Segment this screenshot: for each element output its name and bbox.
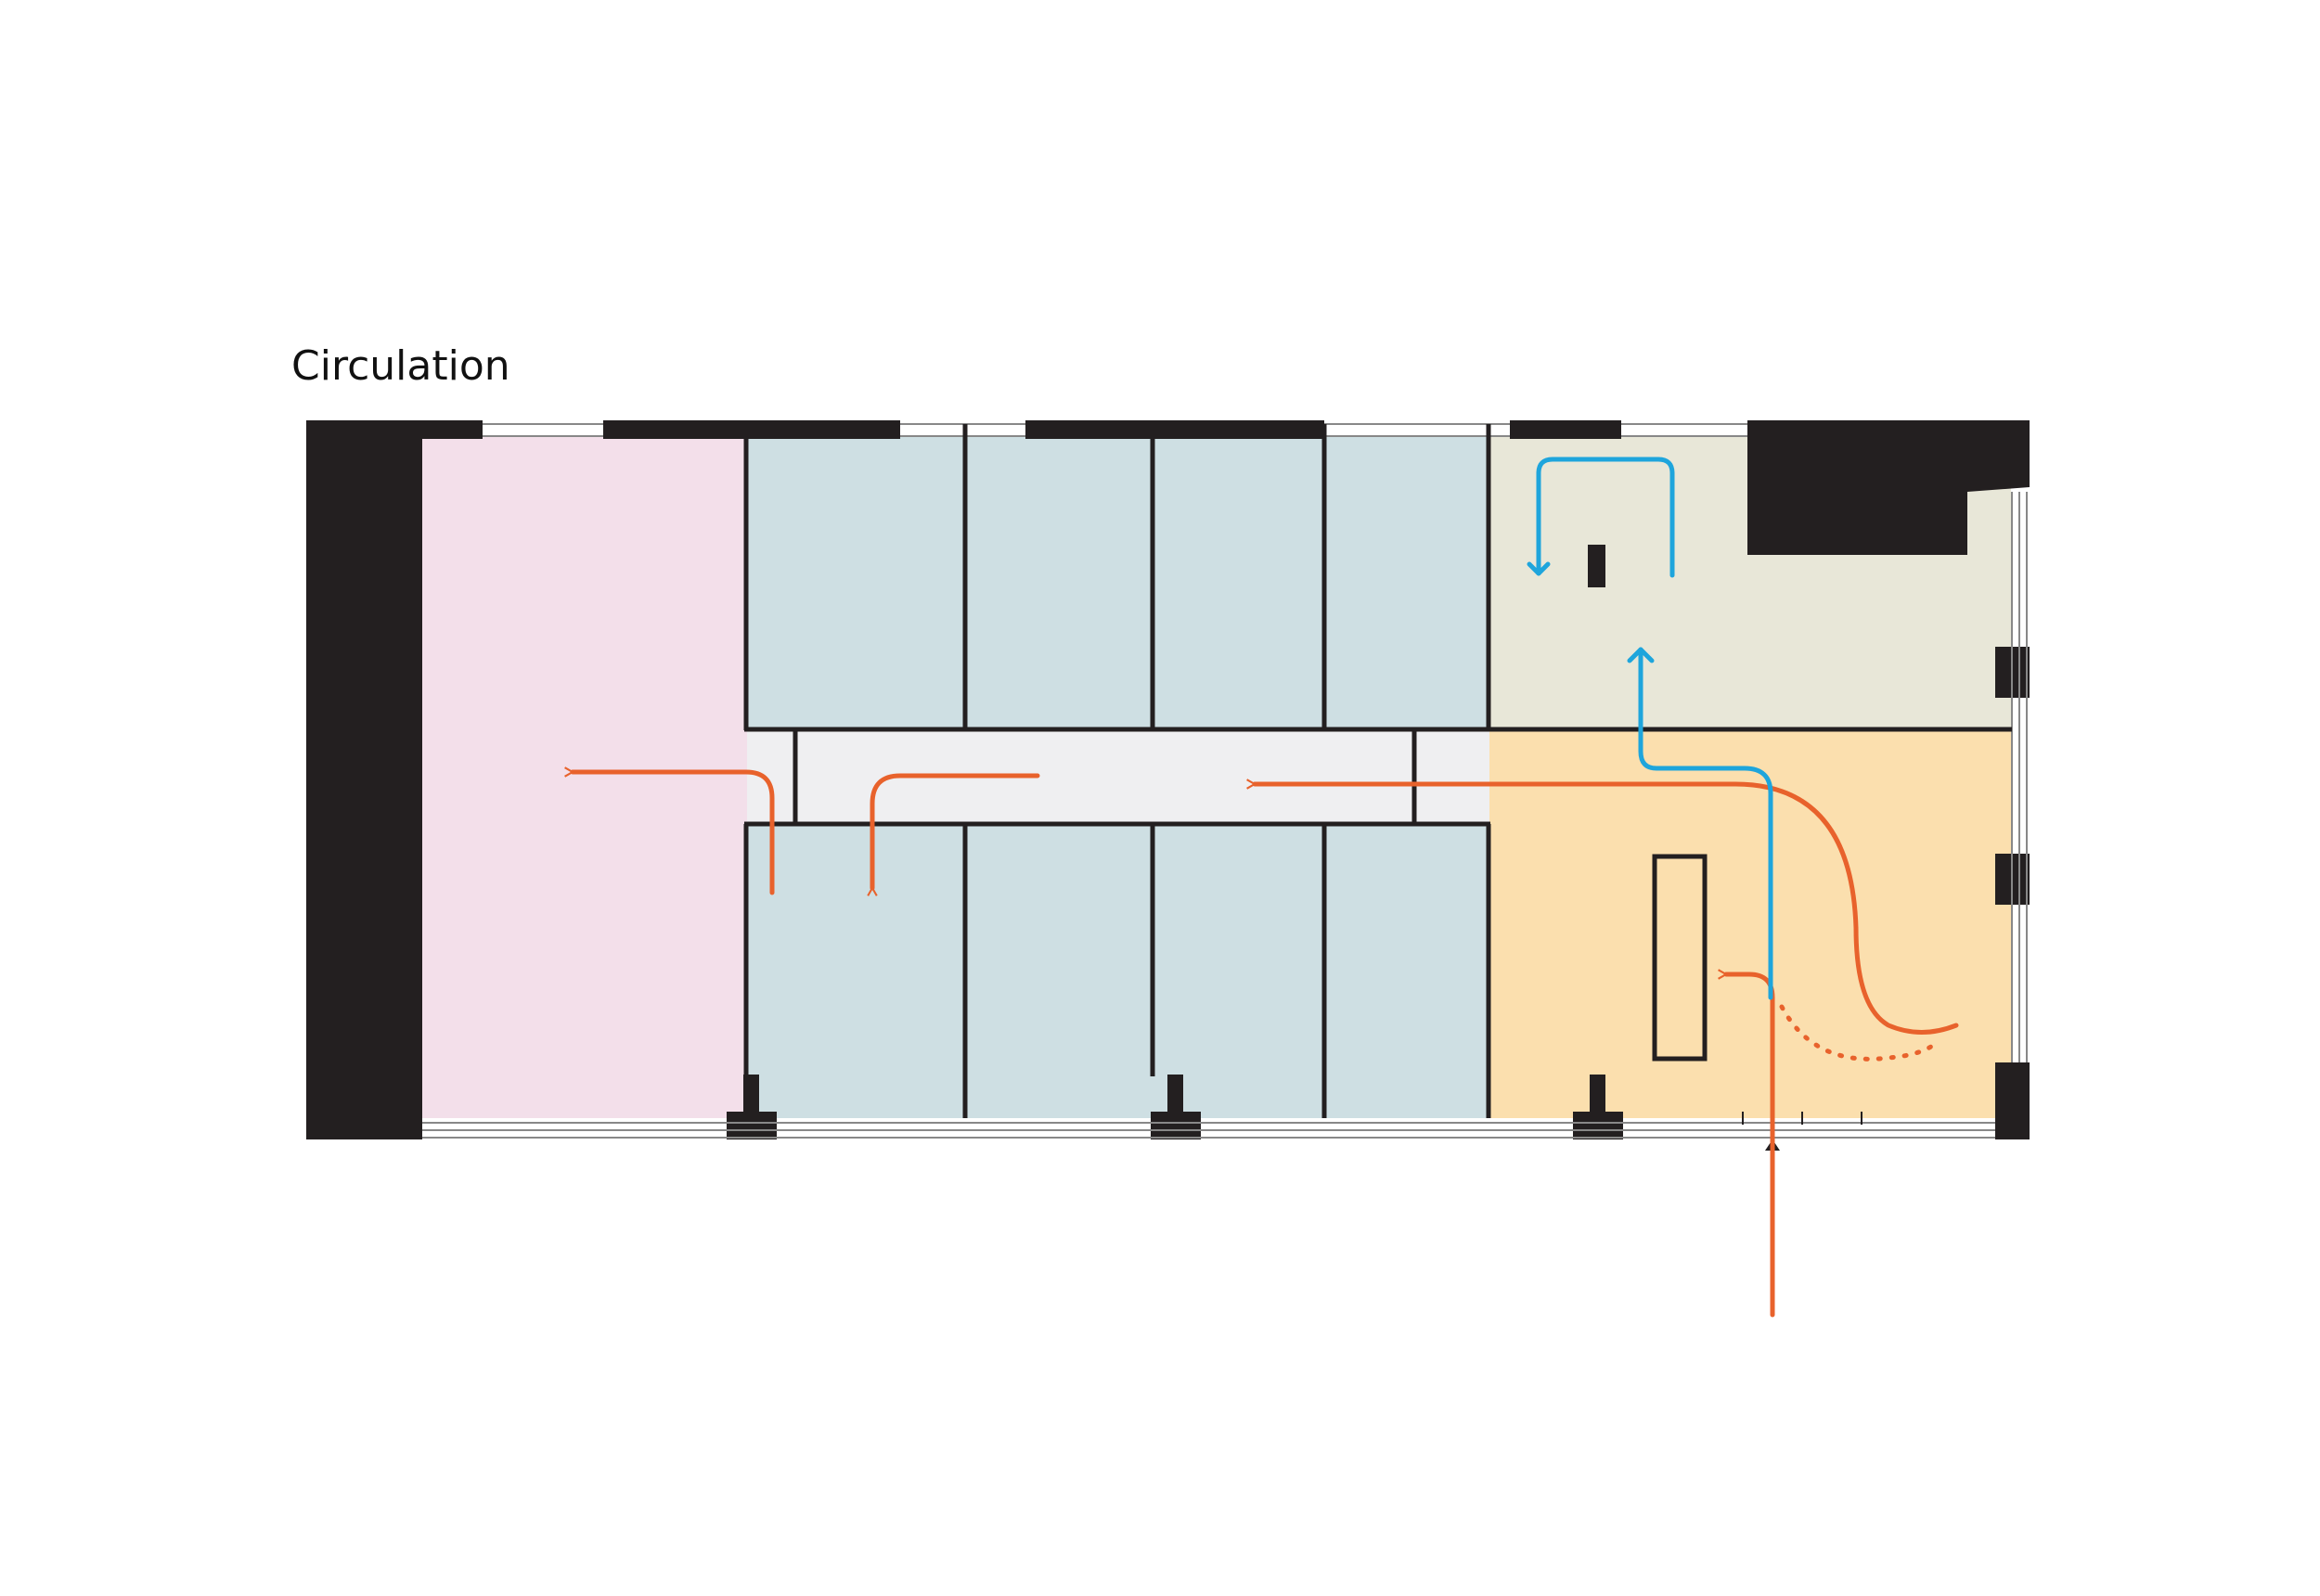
zone-blue-offices-bottom <box>747 824 1489 1118</box>
blue-main-path <box>1638 647 1773 1000</box>
orange-corridor-path <box>1246 779 1959 1035</box>
exterior-walls <box>306 420 2030 1139</box>
zone-corridor <box>747 728 1489 824</box>
arrow-icon <box>1527 561 1551 576</box>
diagram-title: Circulation <box>291 342 510 390</box>
table <box>1652 854 1708 1062</box>
blue-path <box>1527 457 1773 1000</box>
orange-pink-branch <box>564 766 775 895</box>
blue-loop-path <box>1536 457 1675 578</box>
zone-pink <box>422 436 747 1118</box>
orange-office-branch <box>867 773 1040 896</box>
entrance-ticks <box>1742 1112 1862 1125</box>
arrow-icon <box>1627 647 1655 663</box>
orange-entry-path <box>564 766 1959 1318</box>
windows <box>422 423 2028 1139</box>
orange-dotted-path <box>1779 1004 1938 1062</box>
zone-blue-offices-top <box>747 436 1489 728</box>
interior-walls <box>743 424 2012 1118</box>
zone-orange <box>1489 728 2011 1118</box>
